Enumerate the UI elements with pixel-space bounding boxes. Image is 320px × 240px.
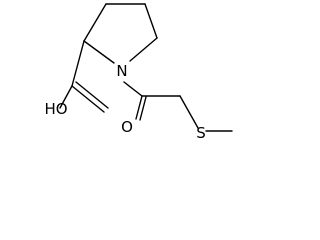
- bond-carboxyl-oxygen-double-a: [71, 85, 105, 113]
- carbonyl-oxygen-label: O: [121, 118, 133, 136]
- bond-c2-carboxyl: [71, 40, 85, 87]
- bond-c3-n: [129, 37, 158, 62]
- bond-carbonyl-oxygen-b: [139, 96, 147, 121]
- bond-n-carbonyl: [123, 81, 143, 97]
- bond-carbonyl-oxygen-a: [135, 95, 143, 120]
- bond-c4-c3: [144, 3, 158, 39]
- bond-carboxyl-oxygen-double-b: [75, 81, 109, 109]
- carboxylic-acid-group: [59, 40, 109, 113]
- pyrrolidine-ring: [83, 3, 158, 64]
- bond-methylene-sulfur: [179, 95, 199, 129]
- atom-labels: N O S HO: [44, 62, 205, 142]
- bond-c2-c5: [83, 3, 107, 42]
- acid-hydroxyl-label: HO: [44, 100, 67, 118]
- thioether-sulfur-label: S: [196, 124, 206, 142]
- bond-carboxyl-hydroxyl: [59, 85, 73, 109]
- acyl-chain: [123, 81, 233, 132]
- molecule-structure: N O S HO: [44, 3, 233, 142]
- ring-nitrogen-label: N: [116, 62, 127, 80]
- bond-n-c2: [83, 40, 115, 64]
